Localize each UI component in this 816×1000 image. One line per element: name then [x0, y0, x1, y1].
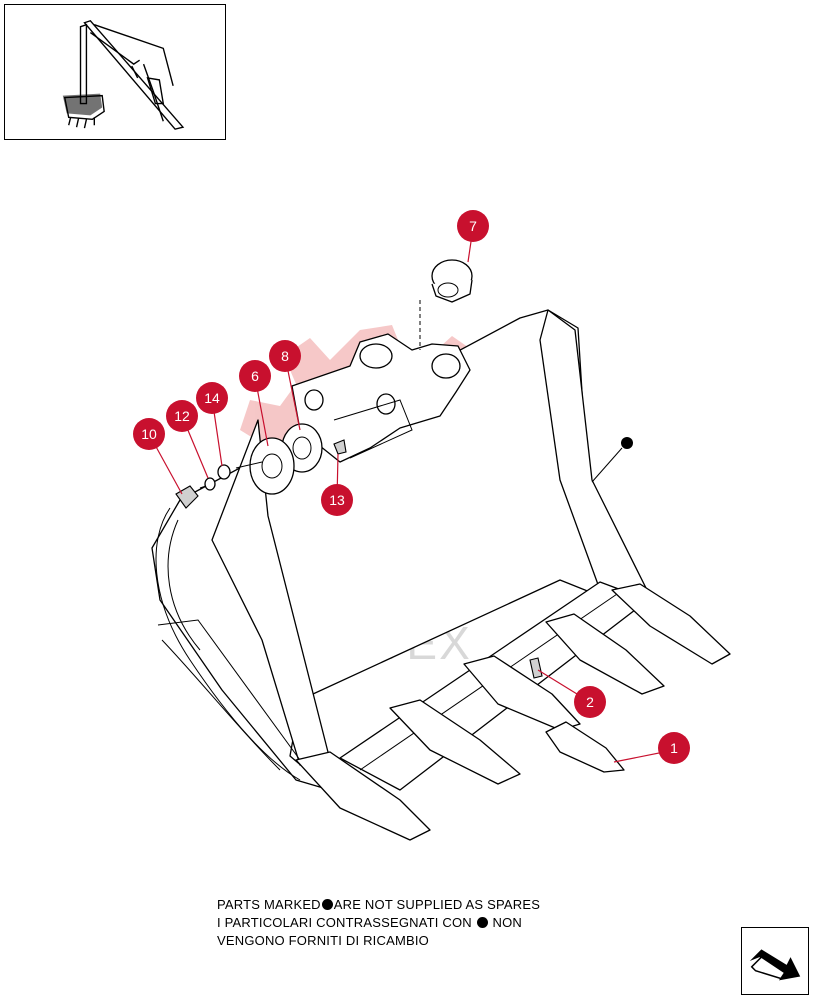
filled-dot-icon	[476, 917, 488, 928]
note-line-2: I PARTICOLARI CONTRASSEGNATI CON NON	[217, 915, 523, 930]
excavator-arm-sketch	[62, 19, 185, 130]
bolt-10	[175, 485, 199, 509]
callout-7[interactable]: 7	[457, 210, 489, 242]
callout-12[interactable]: 12	[166, 400, 198, 432]
callout-2[interactable]: 2	[574, 686, 606, 718]
callout-6[interactable]: 6	[239, 360, 271, 392]
svg-text:6: 6	[251, 368, 259, 384]
bucket-teeth	[295, 583, 731, 841]
not-supplied-marker-icon	[621, 437, 633, 449]
svg-text:14: 14	[204, 390, 220, 406]
callout-8[interactable]: 8	[269, 340, 301, 372]
shim-ring-6	[249, 437, 295, 495]
svg-text:13: 13	[329, 492, 345, 508]
callout-13[interactable]: 13	[321, 484, 353, 516]
filled-dot-icon	[321, 899, 333, 910]
callout-1[interactable]: 1	[658, 732, 690, 764]
bushing-part	[431, 259, 473, 303]
svg-text:7: 7	[469, 218, 477, 234]
replacement-tooth	[545, 721, 625, 773]
grease-nipple-13	[333, 439, 347, 455]
callout-10[interactable]: 10	[133, 418, 165, 450]
svg-text:1: 1	[670, 740, 678, 756]
tooth-pin	[529, 657, 543, 679]
washer-12	[204, 477, 216, 491]
next-page-arrow-icon	[749, 949, 801, 981]
washer-14	[217, 464, 231, 480]
locator-thumbnail	[4, 4, 226, 140]
note-line-3: VENGONO FORNITI DI RICAMBIO	[217, 933, 429, 948]
callout-14[interactable]: 14	[196, 382, 228, 414]
next-page-button[interactable]	[741, 927, 809, 995]
svg-text:8: 8	[281, 348, 289, 364]
svg-text:10: 10	[141, 426, 157, 442]
svg-text:12: 12	[174, 408, 190, 424]
svg-text:2: 2	[586, 694, 594, 710]
